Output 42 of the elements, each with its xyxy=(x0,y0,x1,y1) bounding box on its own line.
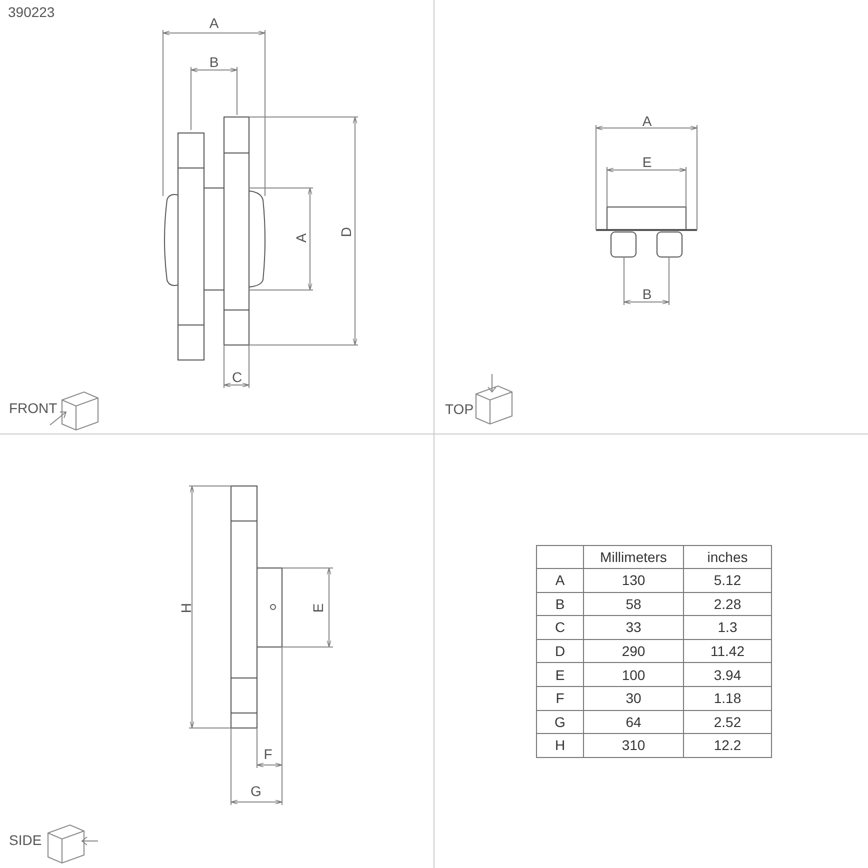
dimension-letter: G xyxy=(250,783,262,799)
view-label: SIDE xyxy=(9,832,42,848)
article-number: 390223 xyxy=(8,4,55,20)
column-header: inches xyxy=(684,546,772,568)
table-cell: 1.3 xyxy=(684,616,772,640)
row-header: F xyxy=(536,686,584,710)
row-header: C xyxy=(536,616,584,640)
table-cell: 2.28 xyxy=(684,592,772,616)
table-cell: 310 xyxy=(584,734,684,758)
dimension-letter: F xyxy=(264,746,272,762)
dimension-letter: E xyxy=(310,603,326,613)
dimension-letter: C xyxy=(232,369,242,385)
table-cell: 1.18 xyxy=(684,686,772,710)
table-cell: 2.52 xyxy=(684,710,772,734)
dimension-letter: B xyxy=(209,54,219,70)
dimension-letter: H xyxy=(178,602,194,614)
dimension-letter: E xyxy=(642,154,652,170)
table-cell: 3.94 xyxy=(684,662,772,686)
table-cell: 130 xyxy=(584,568,684,592)
dimension-letter: D xyxy=(338,226,354,238)
view-label: FRONT xyxy=(9,400,58,416)
column-header: Millimeters xyxy=(584,546,684,568)
view-label: TOP xyxy=(445,401,474,417)
table-cell: 33 xyxy=(584,616,684,640)
row-header: B xyxy=(536,592,584,616)
table-cell: 290 xyxy=(584,639,684,663)
dimension-letter: B xyxy=(642,286,652,302)
table-cell: 100 xyxy=(584,662,684,686)
table-cell: 58 xyxy=(584,592,684,616)
dimension-letter: A xyxy=(642,113,652,129)
table-cell: 11.42 xyxy=(684,639,772,663)
table-cell: 12.2 xyxy=(684,734,772,758)
dimension-letter: A xyxy=(209,15,219,31)
row-header: G xyxy=(536,710,584,734)
row-header: H xyxy=(536,734,584,758)
table-cell: 64 xyxy=(584,710,684,734)
dimension-letter: A xyxy=(293,233,309,243)
row-header: A xyxy=(536,568,584,592)
row-header: D xyxy=(536,639,584,663)
table-cell: 5.12 xyxy=(684,568,772,592)
table-cell: 30 xyxy=(584,686,684,710)
row-header: E xyxy=(536,662,584,686)
